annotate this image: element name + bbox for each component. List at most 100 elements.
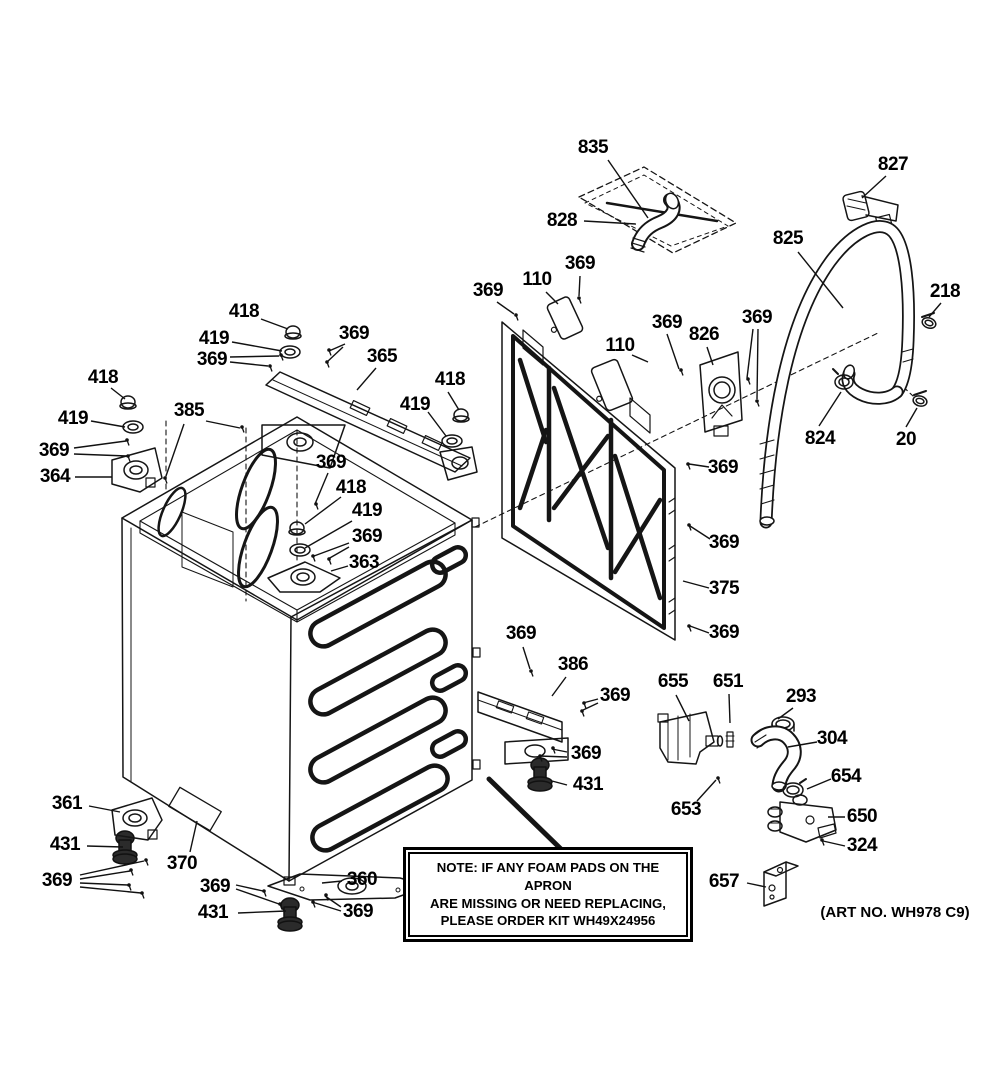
callout-304: 304 (816, 728, 848, 749)
screw-369 (125, 438, 130, 446)
callout-369: 369 (708, 622, 740, 643)
leader-line-370 (189, 820, 198, 853)
callout-369: 369 (708, 532, 740, 553)
screw-369 (820, 838, 825, 846)
leader-line-369 (327, 546, 350, 560)
callout-369: 369 (741, 307, 773, 328)
clip-20 (912, 390, 928, 407)
leader-line-369 (551, 748, 568, 753)
leader-line-361 (88, 805, 121, 813)
leader-line-419 (304, 520, 353, 549)
leader-line-418 (304, 496, 342, 525)
leader-line-363 (330, 565, 349, 572)
callout-110: 110 (605, 335, 635, 356)
leader-line-375 (682, 580, 710, 589)
screw-369 (279, 353, 284, 361)
screw-369 (529, 669, 534, 677)
callout-651: 651 (712, 671, 744, 692)
water-valve-655 (657, 711, 724, 765)
leader-line-419 (90, 420, 126, 428)
leader-line-20 (905, 407, 918, 428)
leader-line-304 (787, 741, 818, 748)
leader-line-360 (321, 880, 343, 884)
callout-110: 110 (522, 269, 552, 290)
callout-369: 369 (599, 685, 631, 706)
hinge-plate-363 (267, 561, 341, 593)
clamp-654 (782, 778, 807, 798)
callout-369: 369 (38, 440, 70, 461)
screw-369 (746, 377, 751, 385)
callout-369: 369 (707, 457, 739, 478)
leader-line-431 (86, 845, 124, 848)
callout-369: 369 (315, 452, 347, 473)
callout-369: 369 (505, 623, 537, 644)
callout-826: 826 (688, 324, 720, 345)
screw-369 (716, 776, 721, 784)
callout-385: 385 (173, 400, 205, 421)
clip-110-b (590, 358, 634, 412)
leader-line-369 (235, 884, 264, 892)
leader-line-386 (551, 676, 567, 697)
screw-369 (278, 902, 283, 910)
callout-369: 369 (196, 349, 228, 370)
leader-line-369 (79, 882, 129, 886)
leader-line-369 (73, 453, 128, 457)
leader-line-824 (818, 391, 842, 427)
screw-369 (311, 900, 316, 908)
leader-line-653 (696, 779, 717, 802)
callout-218: 218 (929, 281, 961, 302)
screw-369 (755, 399, 760, 407)
cabinet-assembly (121, 416, 481, 882)
callout-293: 293 (785, 686, 817, 707)
callout-370: 370 (166, 853, 198, 874)
leader-line-418 (260, 318, 289, 330)
screw-369 (240, 425, 245, 433)
leader-line-369 (746, 328, 754, 379)
hose-clamp-824 (832, 368, 854, 390)
screw-369 (580, 709, 585, 717)
screw-369 (551, 746, 556, 754)
callout-657: 657 (708, 871, 740, 892)
leader-line-651 (728, 693, 731, 724)
leader-line-418 (447, 391, 460, 411)
stud-651 (725, 731, 735, 748)
leader-line-369 (522, 646, 531, 670)
callout-369: 369 (564, 253, 596, 274)
note-line-2: ARE MISSING OR NEED REPLACING, (430, 895, 666, 911)
screw-369 (127, 883, 132, 891)
drain-pump-650 (767, 794, 837, 843)
leader-line-369 (313, 542, 350, 557)
callout-20: 20 (895, 429, 917, 450)
bracket-826 (699, 351, 743, 437)
leader-line-827 (861, 175, 887, 199)
leader-line-369 (689, 525, 711, 540)
hose-828 (630, 192, 681, 253)
leader-line-826 (706, 346, 714, 366)
rear-panel-375 (501, 321, 676, 641)
callout-419: 419 (57, 408, 89, 429)
callout-827: 827 (877, 154, 909, 175)
callout-360: 360 (346, 869, 378, 890)
screw-369 (262, 889, 267, 897)
leader-line-369 (79, 886, 142, 894)
leader-line-369 (580, 702, 599, 712)
leader-line-369 (578, 275, 581, 297)
callout-418: 418 (228, 301, 260, 322)
callout-386: 386 (557, 654, 589, 675)
leader-line-293 (777, 707, 794, 720)
leader-line-369 (73, 440, 127, 449)
clip-110-a (546, 296, 584, 340)
callout-418: 418 (335, 477, 367, 498)
screw-369 (311, 554, 316, 562)
leader-line-369 (756, 328, 759, 400)
screw-369 (686, 462, 691, 470)
leader-line-369 (311, 901, 342, 912)
callout-835: 835 (577, 137, 609, 158)
callout-824: 824 (804, 428, 836, 449)
leader-line-365 (356, 367, 377, 391)
leader-line-369 (688, 463, 710, 468)
screw-369 (327, 348, 332, 356)
callout-369: 369 (342, 901, 374, 922)
